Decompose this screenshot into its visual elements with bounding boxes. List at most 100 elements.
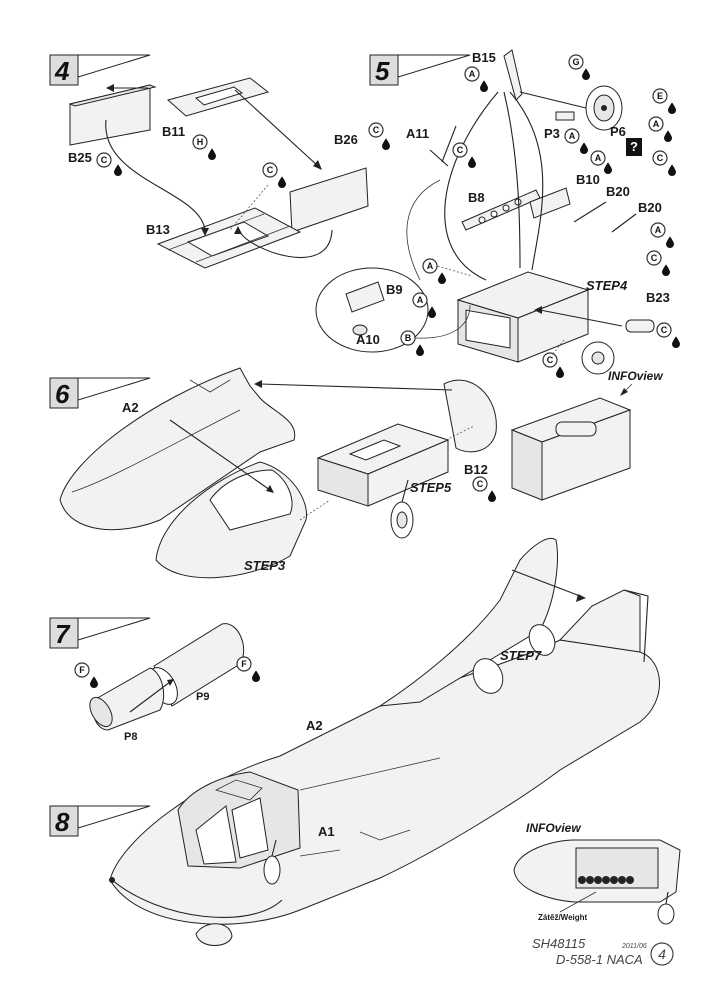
badge-p3: A [564, 128, 588, 154]
svg-text:A: A [417, 295, 424, 305]
badge-b15: A [464, 66, 488, 92]
svg-text:?: ? [630, 139, 638, 154]
label-b12: B12 [464, 462, 488, 477]
step-4-header: 4 [49, 54, 151, 86]
svg-text:A: A [469, 69, 476, 79]
callout-infoview: INFOview [608, 369, 663, 383]
step-5-drawing [315, 49, 655, 501]
badge-p6b: A [590, 150, 612, 174]
step-number: 4 [54, 56, 70, 86]
badge-b26: C [368, 122, 390, 150]
part-b15-strut [503, 49, 523, 101]
svg-text:F: F [79, 665, 85, 675]
svg-text:C: C [267, 165, 274, 175]
step-number: 8 [55, 807, 70, 837]
part-a11-stick [441, 125, 457, 163]
step-7-header: 7 [49, 617, 151, 649]
callout-step4: STEP4 [586, 278, 628, 293]
infoview-nose-wheel [657, 903, 675, 925]
svg-text:F: F [241, 659, 247, 669]
label-b13: B13 [146, 222, 170, 237]
step-8-drawing [109, 538, 660, 946]
badge-f-left: F [74, 662, 98, 688]
svg-text:C: C [651, 253, 658, 263]
svg-text:A: A [569, 131, 576, 141]
aircraft-dorsal-spine [379, 538, 558, 707]
label-b8: B8 [468, 190, 485, 205]
svg-text:C: C [457, 145, 464, 155]
svg-text:H: H [197, 137, 204, 147]
badge-b8: A [422, 258, 446, 284]
page-number: 4 [658, 946, 666, 962]
part-b20-rod [611, 213, 637, 233]
footer-kit-code: SH48115 [532, 936, 586, 951]
part-b10-plate [529, 187, 571, 219]
footer: SH48115 2011/06 D-558-1 NACA 4 [532, 936, 674, 967]
label-a2: A2 [306, 718, 323, 733]
svg-text:A: A [655, 225, 662, 235]
callouts: STEP4 STEP5 STEP3 STEP7 INFOview INFOvie… [244, 278, 663, 922]
part-p3 [555, 111, 575, 121]
aircraft-tail-fin [558, 589, 641, 653]
svg-text:A: A [595, 153, 602, 163]
part-a2-fuselage-half [59, 367, 296, 531]
part-b12-bulkhead [443, 379, 497, 453]
paint-badges: C H C C A G E C A A A C A C A A B C C C … [74, 54, 680, 688]
svg-text:E: E [657, 91, 663, 101]
callout-step3: STEP3 [244, 558, 286, 573]
unknown-part-icon: ? [626, 138, 642, 156]
badge-b11: H [192, 134, 216, 160]
badge-b13: C [262, 162, 286, 188]
badge-b20b: C [646, 250, 670, 276]
part-b26-panel [289, 167, 369, 233]
label-a11: A11 [406, 126, 429, 141]
label-b9: B9 [386, 282, 403, 297]
label-b15: B15 [472, 50, 496, 65]
svg-text:C: C [547, 355, 554, 365]
label-p3: P3 [544, 126, 560, 141]
svg-text:A: A [653, 119, 660, 129]
step-number: 7 [55, 619, 71, 649]
footer-date: 2011/06 [621, 943, 647, 950]
callout-infoview: INFOview [526, 821, 581, 835]
label-p8: P8 [124, 731, 137, 743]
svg-text:C: C [477, 479, 484, 489]
svg-text:C: C [661, 325, 668, 335]
detail-b9-a10-circle [315, 267, 429, 353]
label-b23: B23 [646, 290, 670, 305]
footer-title: D-558-1 NACA [556, 952, 643, 967]
svg-text:C: C [373, 125, 380, 135]
label-b25: B25 [68, 150, 92, 165]
part-b23-cylinder [625, 319, 655, 333]
label-b26: B26 [334, 132, 358, 147]
aircraft-nose-gear [263, 855, 281, 885]
label-b20: B20 [606, 184, 630, 199]
callout-step7: STEP7 [500, 648, 542, 663]
svg-text:C: C [101, 155, 108, 165]
step-7-drawing [89, 623, 245, 731]
label-b20: B20 [638, 200, 662, 215]
badge-b20a: A [650, 222, 674, 248]
step-number: 5 [375, 56, 390, 86]
svg-text:G: G [572, 57, 579, 67]
label-a10: A10 [356, 332, 380, 347]
badge-b25: C [96, 152, 122, 176]
step-6-header: 6 [49, 377, 151, 409]
badge-b12: C [472, 476, 496, 502]
label-a2: A2 [122, 400, 139, 415]
step-6-drawing [59, 367, 497, 579]
callout-weight: Zátěž/Weight [538, 913, 588, 922]
label-b11: B11 [162, 124, 185, 139]
page-number-circle [650, 942, 674, 966]
badge-f-right: F [236, 656, 260, 682]
badge-e: E [652, 88, 676, 114]
label-b10: B10 [576, 172, 600, 187]
aircraft-intake [195, 923, 233, 946]
step-5-header: 5 [369, 54, 471, 86]
svg-text:C: C [657, 153, 664, 163]
step-8-header: 8 [49, 805, 151, 837]
badge-p6a: A [648, 116, 672, 142]
callout-step5: STEP5 [410, 480, 452, 495]
badge-a10: B [400, 330, 424, 356]
svg-text:B: B [405, 333, 412, 343]
